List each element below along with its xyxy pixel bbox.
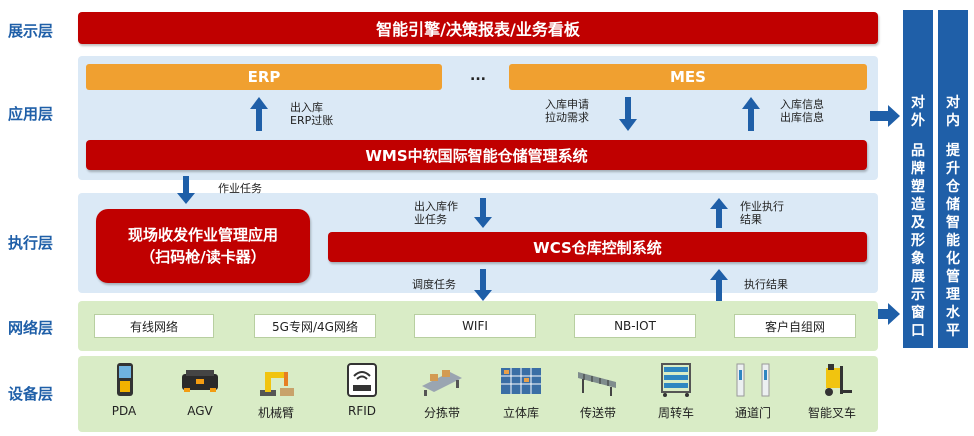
device-agv: AGV xyxy=(171,362,229,418)
note-dispatch: 调度任务 xyxy=(412,278,456,291)
agv-icon xyxy=(182,370,218,392)
rfid-icon xyxy=(347,363,377,397)
down-arrow-icon xyxy=(474,269,492,301)
device-gate: 通道门 xyxy=(724,362,782,421)
note-result: 作业执行结果 xyxy=(740,200,784,226)
layer-label-network: 网络层 xyxy=(8,319,54,337)
up-arrow-icon xyxy=(710,269,728,301)
device-band xyxy=(78,356,878,432)
pda-icon xyxy=(117,363,133,396)
device-stereo-warehouse: 立体库 xyxy=(492,362,550,421)
note-exec-result: 执行结果 xyxy=(744,278,788,291)
forklift-icon xyxy=(825,364,852,396)
gate-icon xyxy=(736,363,770,397)
internal-side-bar: 对内 提升 仓储 智能 化管 理水 平 xyxy=(938,10,968,348)
up-arrow-icon xyxy=(742,97,760,131)
device-rfid: RFID xyxy=(333,362,391,418)
device-sorting-belt: 分拣带 xyxy=(413,362,471,421)
conveyor-icon xyxy=(578,372,616,396)
network-wifi: WIFI xyxy=(414,314,536,338)
network-custom: 客户自组网 xyxy=(734,314,856,338)
wcs-bar: WCS仓库控制系统 xyxy=(328,232,867,262)
device-pda: PDA xyxy=(95,362,153,418)
device-turnover-cart: 周转车 xyxy=(647,362,705,421)
stereo-warehouse-icon xyxy=(501,368,541,394)
robot-arm-icon xyxy=(260,372,294,396)
device-forklift: 智能叉车 xyxy=(803,362,861,421)
mes-box: MES xyxy=(509,64,867,90)
right-arrow-icon xyxy=(870,105,900,127)
ellipsis: ... xyxy=(470,68,486,84)
network-nbiot: NB-IOT xyxy=(574,314,696,338)
turnover-cart-icon xyxy=(661,363,691,397)
network-wired: 有线网络 xyxy=(94,314,214,338)
up-arrow-icon xyxy=(710,198,728,228)
up-arrow-icon xyxy=(250,97,268,131)
down-arrow-icon xyxy=(177,176,195,204)
note-task: 作业任务 xyxy=(218,182,262,195)
layer-label-application: 应用层 xyxy=(8,105,54,123)
display-layer-bar: 智能引擎/决策报表/业务看板 xyxy=(78,12,878,44)
onsite-app-box: 现场收发作业管理应用 （扫码枪/读卡器） xyxy=(96,209,310,283)
wms-bar: WMS中软国际智能仓储管理系统 xyxy=(86,140,867,170)
note-mes-down: 入库申请拉动需求 xyxy=(545,98,589,124)
layer-label-display: 展示层 xyxy=(8,22,54,40)
note-inout: 出入库作业任务 xyxy=(414,200,458,226)
layer-label-device: 设备层 xyxy=(8,385,54,403)
sorting-belt-icon xyxy=(422,370,462,396)
right-arrow-icon xyxy=(870,303,900,325)
external-side-bar: 对外 品牌 塑造 及形 象展 示窗 口 xyxy=(903,10,933,348)
down-arrow-icon xyxy=(619,97,637,131)
layer-label-execution: 执行层 xyxy=(8,234,54,252)
device-robot-arm: 机械臂 xyxy=(247,362,305,421)
device-conveyor: 传送带 xyxy=(569,362,627,421)
down-arrow-icon xyxy=(474,198,492,228)
note-mes-up: 入库信息出库信息 xyxy=(780,98,824,124)
erp-box: ERP xyxy=(86,64,442,90)
network-5g: 5G专网/4G网络 xyxy=(254,314,376,338)
